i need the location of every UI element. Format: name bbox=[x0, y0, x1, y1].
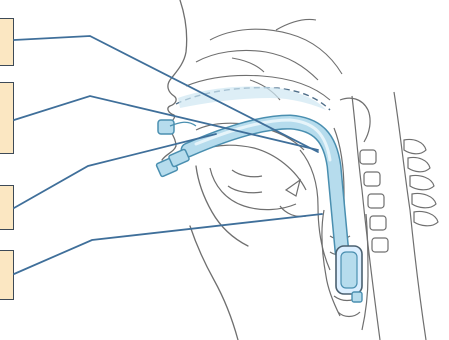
endotracheal-tube bbox=[156, 120, 362, 302]
nasal-passage-fill bbox=[178, 86, 326, 110]
leader-line-4 bbox=[14, 214, 322, 274]
vertebrae bbox=[360, 139, 438, 252]
